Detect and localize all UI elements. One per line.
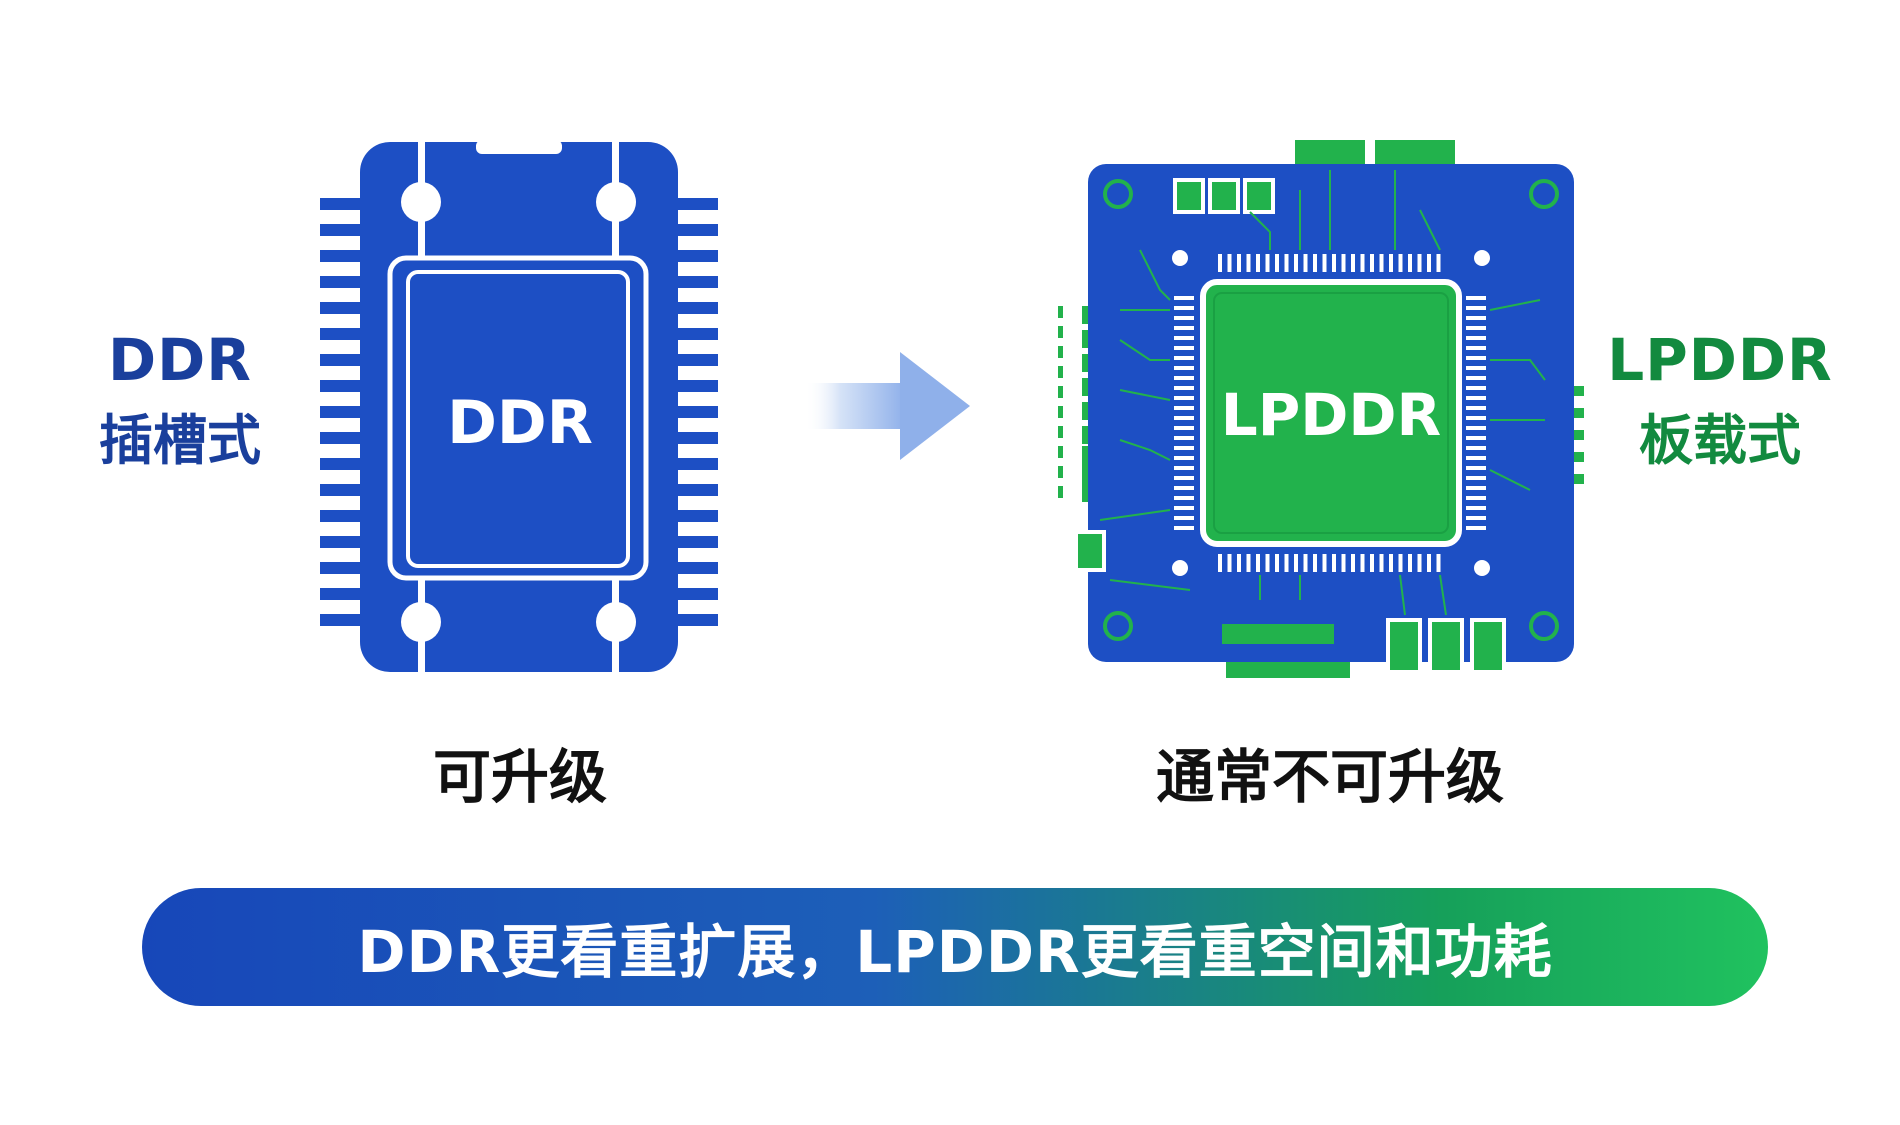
ddr-side-label: DDR 插槽式: [70, 330, 290, 470]
ddr-chip-icon: [320, 140, 718, 672]
lpddr-board-icon: [1058, 140, 1584, 678]
lpddr-label-type: 板载式: [1639, 408, 1801, 472]
lpddr-side-label: LPDDR 板载式: [1590, 330, 1850, 470]
summary-text: DDR更看重扩展，LPDDR更看重空间和功耗: [357, 918, 1553, 986]
summary-banner: DDR更看重扩展，LPDDR更看重空间和功耗: [142, 888, 1768, 1006]
ddr-chip-label: DDR: [447, 388, 593, 458]
lpddr-chip-label: LPDDR: [1221, 381, 1441, 449]
lpddr-caption: 通常不可升级: [1155, 743, 1504, 811]
ddr-caption: 可升级: [432, 743, 607, 811]
arrow-right-icon: [805, 352, 970, 460]
ddr-label-type: 插槽式: [99, 408, 261, 472]
lpddr-label-title: LPDDR: [1607, 326, 1833, 394]
ddr-label-title: DDR: [108, 326, 252, 394]
